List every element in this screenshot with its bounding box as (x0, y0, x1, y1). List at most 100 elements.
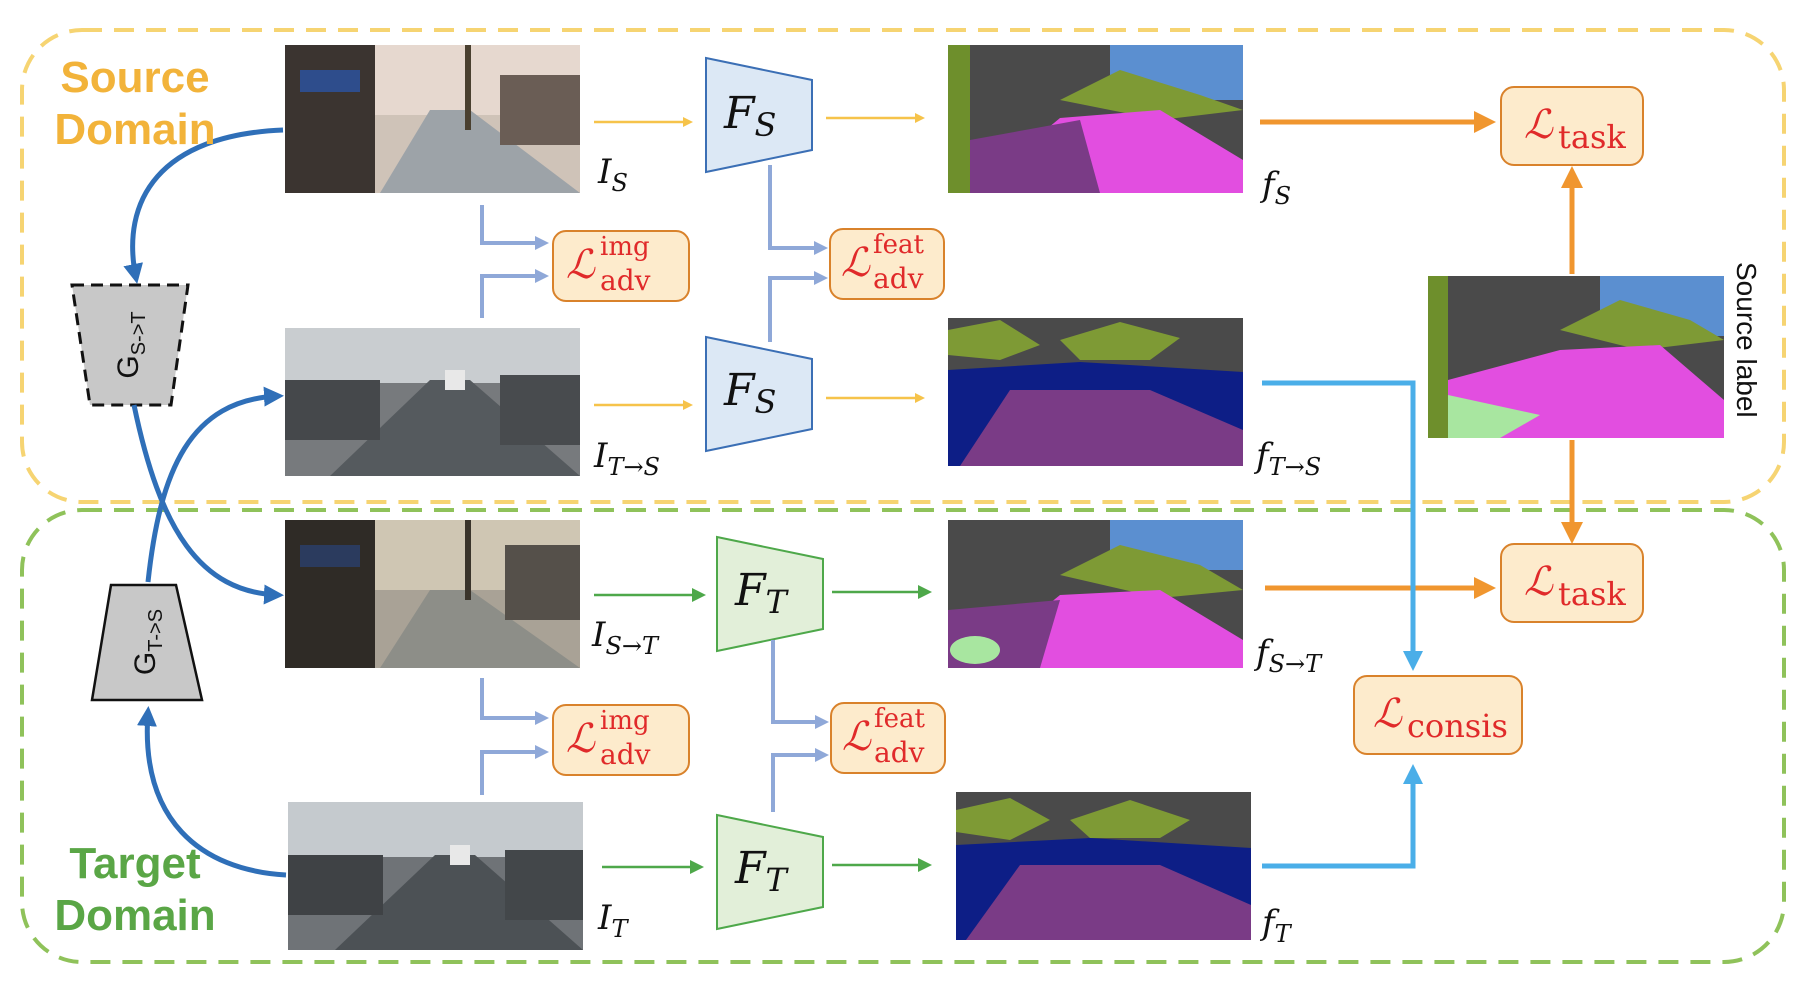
symbol-f-ST: fS→T (1256, 633, 1321, 678)
symbol-I-T-sub: T (611, 915, 628, 943)
image-I-ST-thumbnail (285, 520, 580, 668)
loss-symbol: ℒ (1524, 559, 1553, 605)
generator-T-to-S-label: GT->S (129, 602, 167, 682)
symbol-I-S-sub: S (611, 169, 628, 197)
loss-sub: task (1558, 575, 1626, 613)
generator-S-to-T-sub: S->T (128, 311, 150, 356)
source-domain-line2: Domain (54, 105, 216, 154)
loss-adv-img-bot: ℒ img adv (552, 704, 690, 776)
arrow-G-ST-to-I-ST (131, 404, 284, 605)
arrow-I-T-to-adv-img (480, 745, 549, 795)
encoder-F-S-top (705, 56, 813, 174)
loss-sup: feat (874, 704, 925, 734)
loss-adv-img-top: ℒ img adv (552, 230, 690, 302)
loss-task-bot: ℒ task (1500, 543, 1644, 623)
symbol-f-T-sub: T (1274, 920, 1291, 948)
loss-symbol: ℒ (841, 240, 870, 286)
symbol-F-T-mid-sub: T (765, 583, 787, 621)
symbol-f-S: fS (1262, 165, 1291, 210)
symbol-F-T-bot-sub: T (765, 861, 787, 899)
symbol-F-S-top-sub: S (754, 106, 777, 144)
encoder-F-T-mid (716, 535, 824, 653)
symbol-f-S-main: f (1262, 165, 1275, 205)
symbol-I-TS-sub: T→S (607, 453, 660, 481)
loss-sub: consis (1407, 707, 1508, 745)
symbol-f-TS: fT→S (1256, 436, 1321, 481)
loss-sup: img (600, 232, 650, 262)
symbol-F-T-mid: FT (735, 565, 787, 621)
loss-symbol: ℒ (1524, 102, 1553, 148)
arrow-F-S-mid-to-adv-feat (768, 271, 828, 342)
segmentation-f-T (956, 792, 1251, 940)
symbol-F-S-top-main: F (724, 88, 755, 139)
segmentation-f-S (948, 45, 1243, 193)
source-label-text: Source label (1731, 262, 1762, 418)
symbol-f-T: fT (1262, 903, 1291, 948)
symbol-F-T-mid-main: F (735, 565, 766, 616)
symbol-f-ST-sub: S→T (1268, 650, 1322, 678)
image-I-T-thumbnail (288, 802, 583, 950)
symbol-I-T: IT (598, 898, 627, 943)
arrow-f-T-to-consis (1262, 764, 1423, 869)
arrow-I-TS-to-adv-img (480, 269, 549, 318)
symbol-F-T-bot: FT (735, 843, 787, 899)
symbol-f-TS-sub: T→S (1268, 453, 1322, 481)
target-domain-line1: Target (69, 839, 201, 888)
loss-symbol: ℒ (566, 242, 595, 288)
loss-symbol: ℒ (842, 714, 871, 760)
loss-task-top: ℒ task (1500, 86, 1644, 166)
source-label-segmentation (1428, 276, 1724, 438)
loss-sub: adv (600, 264, 651, 297)
arrow-F-T-bot-to-adv-feat (771, 748, 829, 812)
symbol-I-TS: IT→S (594, 436, 660, 481)
loss-symbol: ℒ (566, 716, 595, 762)
symbol-I-ST-main: I (592, 615, 606, 655)
loss-symbol: ℒ (1373, 691, 1402, 737)
arrow-I-ST-to-adv-img (480, 678, 549, 725)
loss-consis: ℒ consis (1353, 675, 1523, 755)
image-I-S-thumbnail (285, 45, 580, 193)
symbol-I-TS-main: I (594, 436, 608, 476)
segmentation-f-TS (948, 318, 1243, 466)
source-domain-line1: Source (60, 53, 210, 102)
symbol-f-T-main: f (1262, 903, 1275, 943)
generator-T-to-S-sub: T->S (145, 608, 167, 652)
symbol-F-S-top: FS (724, 88, 776, 144)
loss-sub: adv (600, 738, 651, 771)
arrow-I-T-to-G-TS (137, 706, 287, 878)
symbol-f-ST-main: f (1256, 633, 1269, 673)
loss-adv-feat-top: ℒ feat adv (829, 228, 945, 300)
generator-S-to-T-label: GS->T (112, 305, 150, 385)
generator-T-to-S-main: G (129, 651, 162, 676)
symbol-F-S-mid-sub: S (754, 383, 777, 421)
loss-adv-feat-bot: ℒ feat adv (830, 702, 946, 774)
loss-sub: task (1558, 118, 1626, 156)
arrow-f-TS-to-consis (1262, 380, 1423, 671)
symbol-I-ST-sub: S→T (605, 632, 658, 660)
symbol-I-S: IS (598, 152, 628, 197)
loss-sub: adv (873, 262, 924, 295)
encoder-F-S-mid (705, 335, 813, 453)
generator-S-to-T (70, 283, 190, 407)
arrow-F-T-to-adv-feat (771, 640, 829, 729)
loss-sub: adv (874, 736, 925, 769)
symbol-F-S-mid: FS (724, 365, 776, 421)
symbol-F-S-mid-main: F (724, 365, 755, 416)
source-domain-label: Source Domain (45, 52, 225, 156)
symbol-F-T-bot-main: F (735, 843, 766, 894)
arrow-F-S-to-adv-feat (768, 165, 828, 255)
symbol-f-TS-main: f (1256, 436, 1269, 476)
image-I-TS-thumbnail (285, 328, 580, 476)
loss-sup: img (600, 706, 650, 736)
symbol-I-ST: IS→T (592, 615, 658, 660)
arrow-I-S-to-adv-img (480, 205, 549, 250)
target-domain-label: Target Domain (45, 838, 225, 942)
arrow-G-TS-to-I-TS (145, 386, 284, 583)
symbol-I-T-main: I (598, 898, 612, 938)
generator-S-to-T-main: G (112, 355, 145, 379)
generator-T-to-S (90, 583, 204, 702)
symbol-f-S-sub: S (1274, 182, 1292, 210)
target-domain-box (20, 508, 1786, 964)
